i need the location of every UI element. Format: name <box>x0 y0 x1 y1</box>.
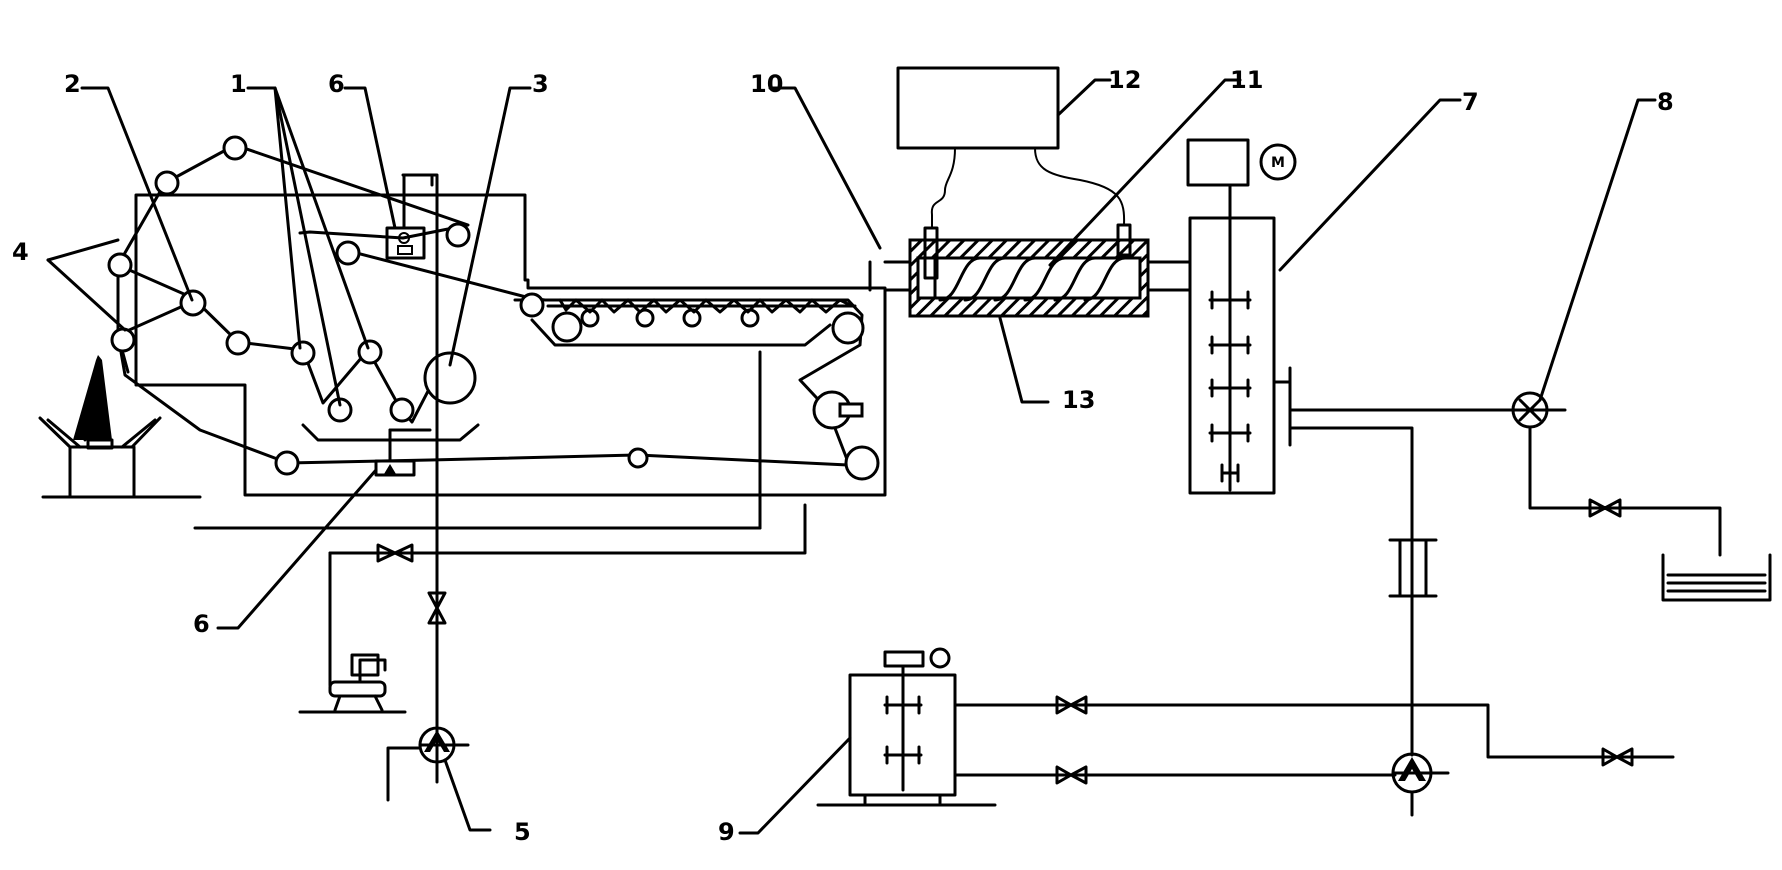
controller-box-12 <box>896 66 1126 228</box>
label-10: 10 <box>750 70 783 98</box>
yarn-creel <box>38 355 202 499</box>
machine-frame <box>134 193 887 555</box>
pump-5 <box>386 726 470 802</box>
valve-vacuum-line <box>376 543 414 563</box>
label-2: 2 <box>64 70 81 98</box>
pump-8 <box>1410 391 1722 557</box>
pump-bottom-right <box>1391 752 1450 817</box>
label-11: 11 <box>1230 66 1263 94</box>
tank-8 <box>1661 553 1772 602</box>
leader-lines <box>46 78 1657 835</box>
sensor-box-lower <box>374 428 432 477</box>
motor-label: M <box>1271 155 1285 171</box>
label-6-upper: 6 <box>328 70 345 98</box>
vacuum-pump <box>298 551 407 714</box>
labels: 1 2 3 4 5 6 6 7 8 9 10 11 12 13 M <box>12 66 1674 846</box>
prep-tank-9 <box>816 647 997 807</box>
valve-vertical-pipe <box>427 591 447 625</box>
label-5: 5 <box>514 818 531 846</box>
label-1: 1 <box>230 70 247 98</box>
vertical-feed-pipe <box>401 173 439 762</box>
mixing-tank-7 <box>1186 138 1414 757</box>
label-9: 9 <box>718 818 735 846</box>
label-6-lower: 6 <box>193 610 210 638</box>
label-4: 4 <box>12 238 29 266</box>
filter <box>1388 538 1438 598</box>
extruder <box>868 223 1192 318</box>
label-13: 13 <box>1062 386 1095 414</box>
rollers <box>107 135 880 481</box>
pipes-tank-9 <box>953 695 1675 785</box>
label-8: 8 <box>1657 88 1674 116</box>
conveyor-truss <box>546 298 857 314</box>
label-12: 12 <box>1108 66 1141 94</box>
label-7: 7 <box>1462 88 1479 116</box>
label-3: 3 <box>532 70 549 98</box>
